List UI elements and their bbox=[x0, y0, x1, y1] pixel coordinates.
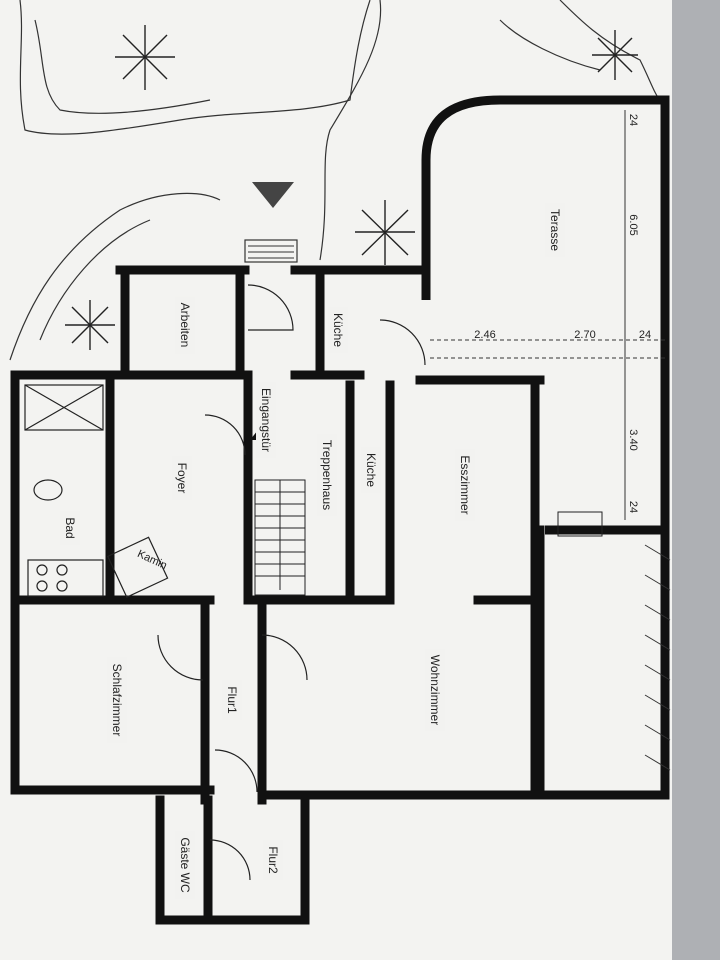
room-label-treppenhaus: Treppenhaus bbox=[317, 433, 337, 517]
dimension-340: 3.40 bbox=[627, 429, 639, 451]
room-label-kueche: Küche bbox=[361, 446, 381, 494]
plant-icon-1 bbox=[115, 25, 175, 90]
garden-sketch bbox=[9, 0, 661, 361]
dimension-24c: 24 bbox=[627, 113, 639, 127]
walls bbox=[10, 265, 670, 925]
dimension-270: 2.70 bbox=[574, 329, 596, 341]
room-label-wohnzimmer: Wohnzimmer bbox=[425, 648, 445, 732]
dimension-24a: 24 bbox=[638, 329, 652, 341]
room-label-eingangstuer: Eingangstür bbox=[256, 381, 276, 459]
dimension-24b: 24 bbox=[627, 500, 639, 514]
room-label-terasse: Terasse bbox=[545, 202, 565, 258]
room-label-flur1: Flur1 bbox=[222, 680, 242, 720]
room-label-bad: Bad bbox=[60, 511, 80, 545]
room-label-esszimmer: Esszimmer bbox=[455, 449, 475, 521]
dimension-246: 2.46 bbox=[474, 329, 496, 341]
plant-icon-2 bbox=[355, 200, 415, 265]
bath-fixtures bbox=[24, 384, 104, 597]
terrace-wall bbox=[421, 95, 670, 535]
room-label-foyer: Foyer bbox=[172, 456, 192, 500]
kamin-fireplace bbox=[106, 536, 169, 598]
paper-shadow bbox=[672, 0, 720, 960]
door-swings bbox=[157, 284, 426, 881]
entrance-steps bbox=[244, 239, 298, 263]
plant-icon-4 bbox=[65, 300, 115, 350]
hatched-strip bbox=[644, 544, 671, 771]
room-label-schlafzimmer: Schlafzimmer bbox=[107, 657, 127, 743]
plant-icon-3 bbox=[592, 30, 638, 80]
room-label-flur2: Flur2 bbox=[263, 840, 283, 880]
staircase bbox=[254, 479, 306, 596]
entrance-arrow-icon bbox=[252, 182, 294, 208]
room-label-arbeiten: Arbeiten bbox=[175, 296, 195, 354]
dimension-605: 6.05 bbox=[627, 214, 639, 236]
room-label-kueche-top: Küche bbox=[328, 306, 348, 354]
room-label-gaeste-wc: Gäste WC bbox=[175, 831, 195, 899]
terrace-steps bbox=[557, 511, 603, 537]
